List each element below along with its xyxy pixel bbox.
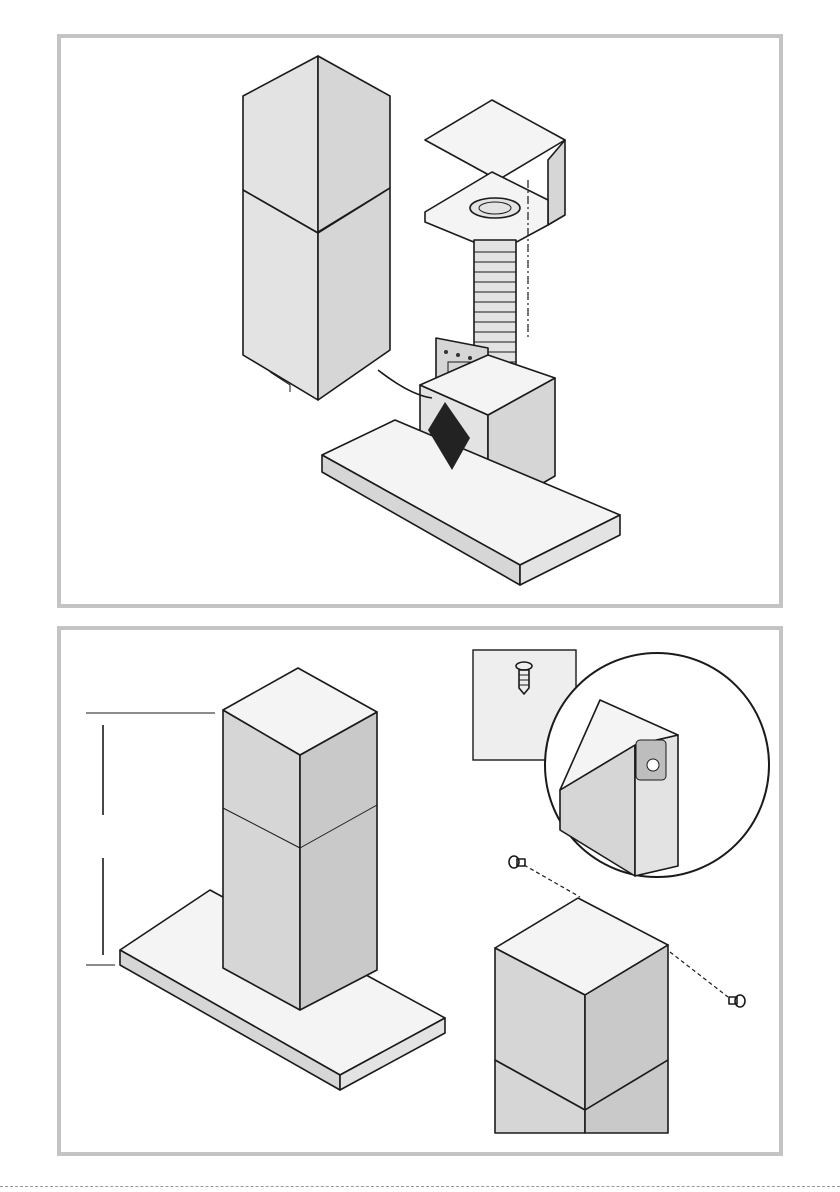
page-bottom-rule [0, 1186, 840, 1187]
mounting-bracket [425, 100, 565, 252]
step-panel-bottom [57, 626, 783, 1156]
chimney-cover [243, 56, 390, 400]
